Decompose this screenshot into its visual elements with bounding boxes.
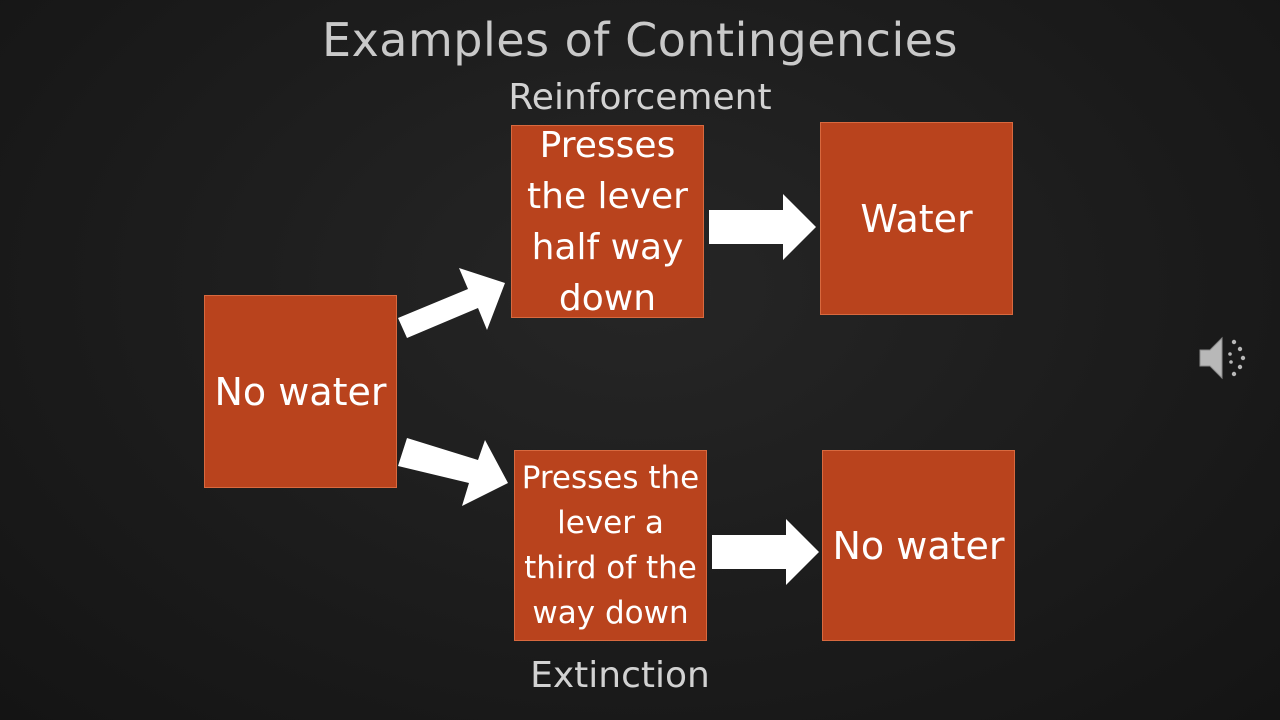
speaker-icon[interactable] bbox=[1198, 334, 1250, 382]
no-water-start-box: No water bbox=[204, 295, 397, 488]
third-way-press-box: Presses the lever a third of the way dow… bbox=[514, 450, 707, 641]
slide-title: Examples of Contingencies bbox=[322, 13, 958, 67]
no-water-result-box: No water bbox=[822, 450, 1015, 641]
no-water-start-text: No water bbox=[214, 369, 387, 414]
arrow-up-right-shape bbox=[398, 268, 505, 338]
water-result-box: Water bbox=[820, 122, 1013, 315]
extinction-label: Extinction bbox=[530, 655, 710, 696]
half-way-press-text: Presses the lever half way down bbox=[527, 124, 688, 319]
no-water-result-text: No water bbox=[832, 523, 1005, 568]
water-result-text: Water bbox=[860, 196, 973, 241]
reinforcement-label: Reinforcement bbox=[508, 77, 772, 118]
third-way-press-text: Presses the lever a third of the way dow… bbox=[521, 459, 700, 631]
arrow-right-top-shape bbox=[709, 194, 816, 260]
arrow-down-right-shape bbox=[398, 438, 508, 506]
half-way-press-box: Presses the lever half way down bbox=[511, 125, 704, 319]
arrow-right-bottom-shape bbox=[712, 519, 819, 585]
